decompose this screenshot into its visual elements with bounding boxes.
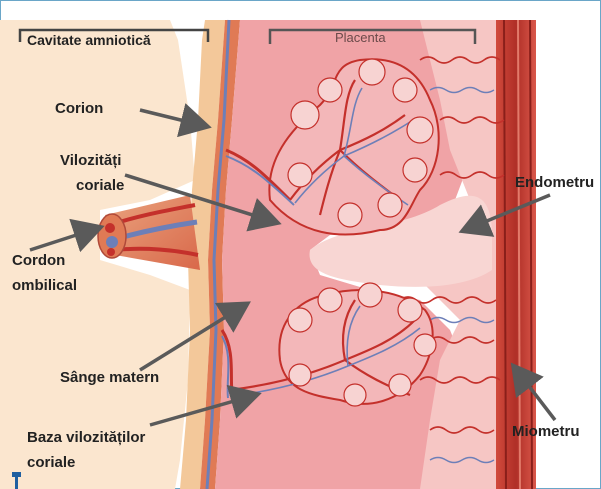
label-amniotic-cavity: Cavitate amniotică — [27, 32, 151, 48]
label-umbilical-cord-1: Cordon — [12, 252, 65, 269]
label-placenta: Placenta — [335, 30, 386, 45]
label-villi-base-1: Baza vilozităților — [27, 429, 146, 446]
label-chorionic-villi-1: Vilozități — [60, 152, 121, 169]
label-maternal-blood: Sânge matern — [60, 369, 159, 386]
label-myometrium: Miometru — [512, 423, 580, 440]
label-chorion: Corion — [55, 100, 103, 117]
label-umbilical-cord-2: ombilical — [12, 277, 77, 294]
label-chorionic-villi-2: coriale — [76, 177, 124, 194]
label-endometrium: Endometru — [515, 174, 594, 191]
label-villi-base-2: coriale — [27, 454, 75, 471]
